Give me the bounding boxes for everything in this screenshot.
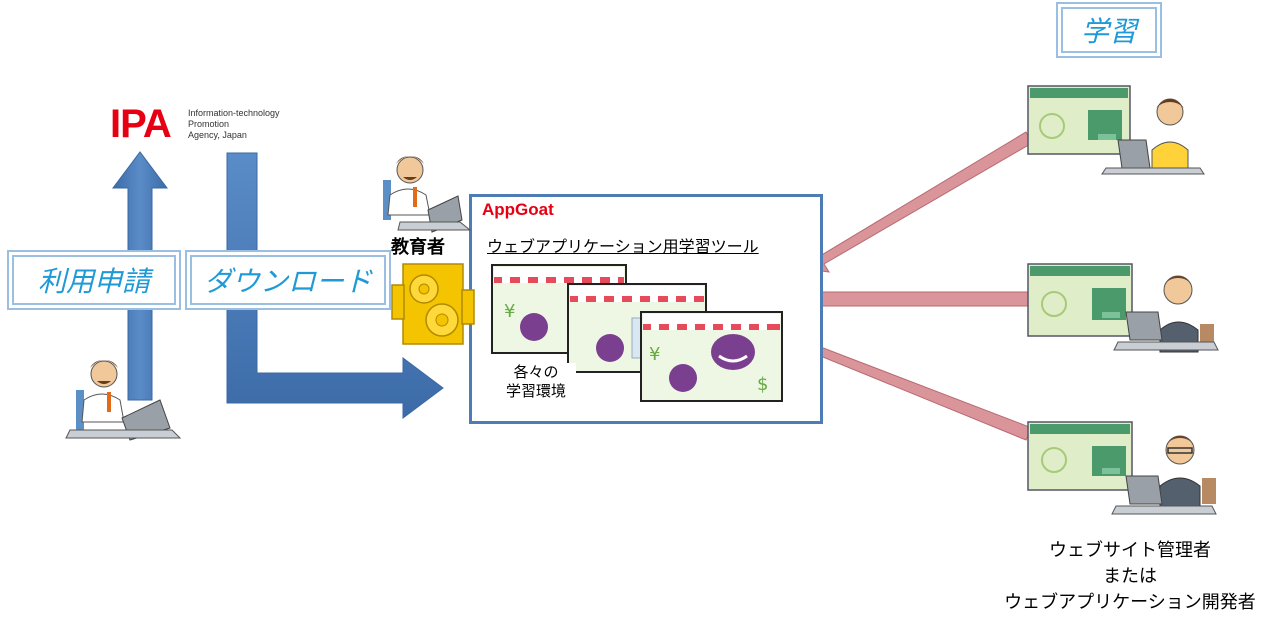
gear-icon bbox=[391, 263, 475, 345]
svg-text:¥: ¥ bbox=[649, 344, 660, 365]
educator-person-icon bbox=[383, 156, 472, 233]
environments-caption-line-2: 学習環境 bbox=[505, 382, 566, 400]
apply-label: 利用申請 bbox=[12, 255, 176, 305]
learning-label: 学習 bbox=[1061, 7, 1157, 53]
ipa-subtitle-line-3: Agency, Japan bbox=[188, 130, 247, 140]
learners-caption-line-2: または bbox=[1103, 566, 1157, 587]
svg-text:¥: ¥ bbox=[504, 301, 515, 322]
ipa-subtitle-line-1: Information-technology bbox=[188, 108, 280, 118]
environments-caption-line-1: 各々の bbox=[513, 363, 559, 381]
ipa-logo-subtitle: Information-technology Promotion Agency,… bbox=[188, 108, 280, 141]
learner-1 bbox=[1027, 85, 1205, 175]
ipa-subtitle-line-2: Promotion bbox=[188, 119, 230, 129]
ipa-logo: IPA bbox=[110, 102, 172, 146]
tool-subtitle: ウェブアプリケーション用学習ツール bbox=[487, 237, 759, 256]
educator-label: 教育者 bbox=[391, 237, 445, 258]
learners-caption: ウェブサイト管理者 または ウェブアプリケーション開発者 bbox=[980, 538, 1280, 616]
applicant-person-icon bbox=[65, 360, 182, 441]
learner-2 bbox=[1027, 263, 1219, 353]
svg-text:$: $ bbox=[757, 374, 768, 395]
appgoat-title: AppGoat bbox=[482, 200, 554, 219]
learning-label-text: 学習 bbox=[1080, 15, 1137, 48]
learner-3 bbox=[1027, 421, 1217, 515]
apply-label-text: 利用申請 bbox=[37, 265, 150, 298]
download-label-text: ダウンロード bbox=[203, 265, 372, 298]
environments-caption: 各々の 学習環境 bbox=[496, 363, 576, 401]
environment-screen-3: ¥ $ bbox=[640, 311, 783, 402]
ipa-logo-text: IPA bbox=[110, 102, 172, 146]
download-label: ダウンロード bbox=[190, 255, 386, 305]
learners-caption-line-1: ウェブサイト管理者 bbox=[1049, 540, 1211, 561]
learners-caption-line-3: ウェブアプリケーション開発者 bbox=[1004, 592, 1256, 613]
